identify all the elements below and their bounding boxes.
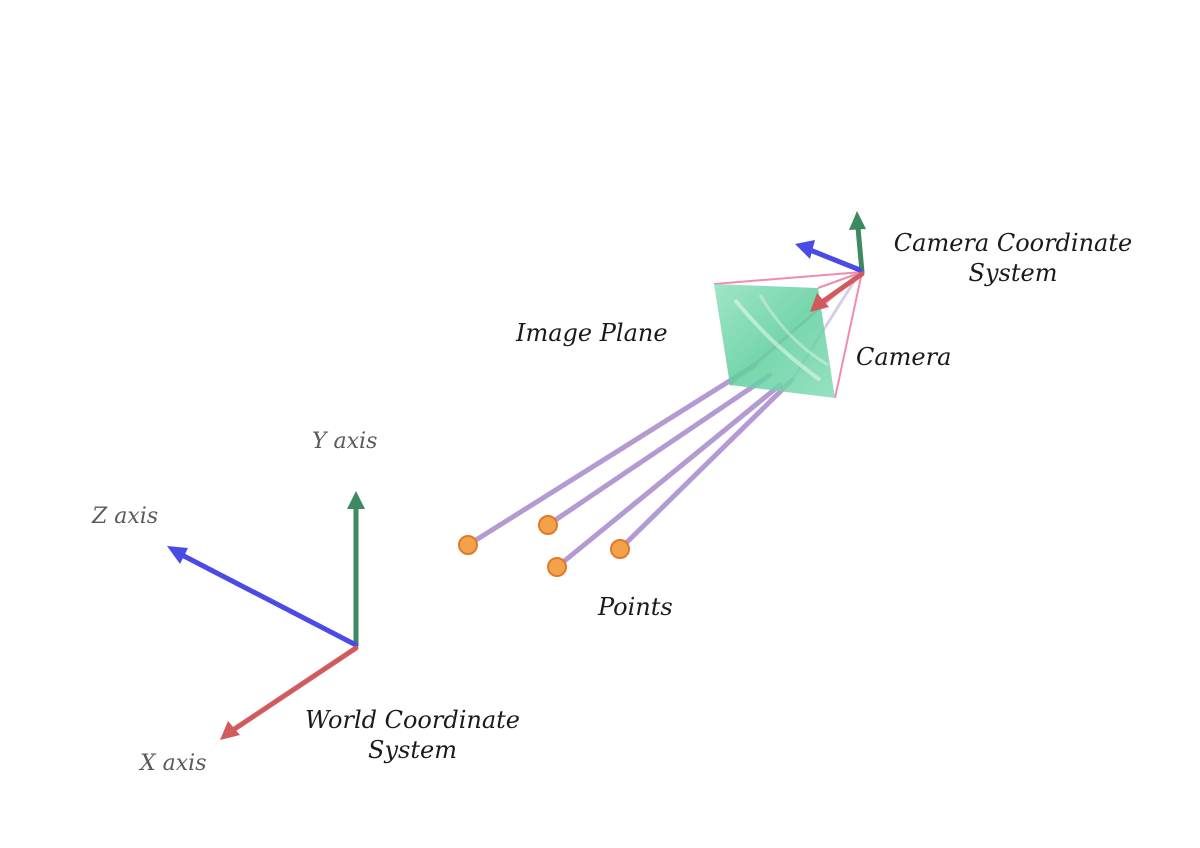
- point: [458, 535, 478, 555]
- y-axis-label: Y axis: [312, 429, 378, 454]
- point: [610, 539, 630, 559]
- ray: [554, 382, 783, 570]
- world-x-axis-arrowhead: [220, 721, 240, 740]
- camera-axes: [795, 211, 866, 312]
- world-label-line2: System: [368, 736, 457, 764]
- world-label-line1: World Coordinate: [304, 706, 520, 734]
- world-axes: [167, 491, 365, 740]
- point: [538, 515, 558, 535]
- ray: [617, 377, 795, 552]
- point: [547, 557, 567, 577]
- frustum-edge: [834, 271, 863, 399]
- ray: [465, 362, 758, 548]
- camera-x-axis-arrowhead: [810, 293, 829, 312]
- camera-cs-label-line1: Camera Coordinate: [893, 229, 1133, 257]
- x-axis-label: X axis: [140, 751, 207, 776]
- camera-x-axis-line: [819, 271, 865, 305]
- image-plane-streak: [758, 294, 829, 367]
- points-group: [458, 515, 630, 577]
- world-y-axis-arrowhead: [347, 491, 365, 509]
- camera-cs-label-line2: System: [968, 259, 1058, 287]
- camera-label: Camera: [856, 343, 952, 371]
- image-plane-streak: [733, 298, 822, 382]
- points-label: Points: [598, 593, 673, 621]
- camera-z-axis-arrowhead: [795, 240, 815, 259]
- world-z-axis-arrowhead: [167, 546, 188, 564]
- image-plane: [714, 284, 835, 398]
- camera-y-axis-line: [855, 225, 865, 275]
- world-x-axis-line: [230, 645, 359, 733]
- z-axis-label: Z axis: [92, 504, 159, 529]
- world-coordinate-system-label: World Coordinate System: [300, 705, 525, 765]
- frustum-edge: [713, 271, 863, 285]
- camera-y-axis-arrowhead: [849, 211, 866, 230]
- camera-z-axis-line: [807, 247, 863, 273]
- projection-rays: [465, 270, 862, 570]
- world-z-axis-line: [179, 552, 359, 648]
- ray: [545, 372, 773, 528]
- image-plane-label: Image Plane: [516, 319, 668, 347]
- frustum-edge: [817, 271, 863, 289]
- camera-coordinate-system-label: Camera Coordinate System: [888, 228, 1138, 288]
